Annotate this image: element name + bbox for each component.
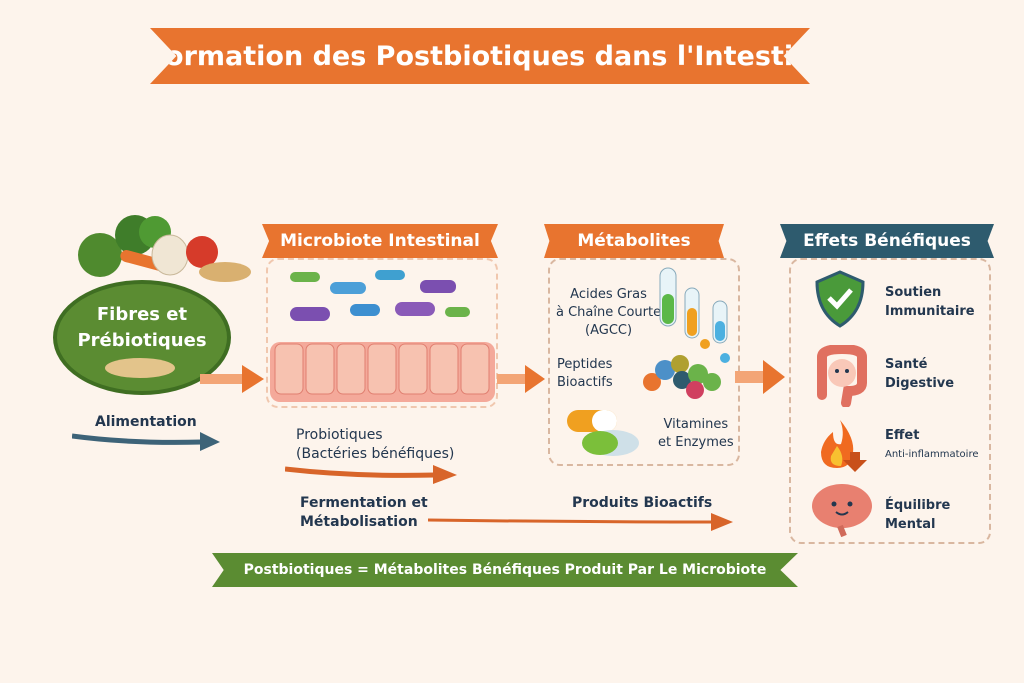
arrow-to-microbiote [200,365,264,393]
metabolites-header: Métabolites [544,224,724,258]
effet-1-line-2: Immunitaire [885,304,975,319]
arrow-alimentation [72,432,220,451]
peptides-icon [643,355,721,399]
produits-bioactifs-label: Produits Bioactifs [572,495,713,511]
seeds-icon [105,358,175,378]
microbiote-header: Microbiote Intestinal [262,224,498,258]
peptides-label-1: Peptides [557,357,613,372]
probiotiques-label: Probiotiques [296,427,383,443]
effets-header: Effets Bénéfiques [780,224,994,258]
probiotiques-sublabel: (Bactéries bénéfiques) [296,446,455,462]
effet-2-line-1: Santé [885,357,928,372]
fibres-label-2: Prébiotiques [77,330,207,351]
vitamines-label-2: et Enzymes [658,435,734,450]
arrow-probiotiques [285,465,457,484]
effet-3-line-1: Effet [885,428,920,443]
metabolites-panel [548,258,740,466]
effet-4-line-2: Mental [885,517,936,532]
effet-2-line-2: Digestive [885,376,955,391]
vitamines-label-1: Vitamines [663,417,729,432]
title-banner: Formation des Postbiotiques dans l'Intes… [150,28,810,84]
intestine-icon [817,345,867,407]
effet-4-line-1: Équilibre [885,498,951,513]
vegetables-icon [78,215,251,282]
arrow-to-effets [735,360,785,394]
flame-down-icon [821,420,867,472]
agcc-label-1: Acides Gras [570,287,647,302]
effets-panel [789,258,991,544]
bacteria-icon [290,270,470,321]
fermentation-label-1: Fermentation et [300,495,428,511]
arrow-produits [428,513,733,531]
agcc-label-3: (AGCC) [585,323,633,338]
fermentation-label-2: Métabolisation [300,514,418,530]
effet-3-line-2: Anti-inflammatoire [885,449,979,460]
alimentation-label: Alimentation [95,414,197,430]
test-tubes-icon [659,267,730,363]
arrow-to-metabolites [497,365,545,393]
bacteria-and-cells-illustration [270,270,495,402]
microbiote-panel [266,258,498,408]
brain-icon [812,484,872,537]
agcc-label-2: à Chaîne Courte [556,305,662,320]
peptides-label-2: Bioactifs [557,375,613,390]
effet-1-line-1: Soutien [885,285,942,300]
fibres-label-1: Fibres et [96,304,188,325]
shield-check-icon [815,270,865,328]
footer-banner: Postbiotiques = Métabolites Bénéfiques P… [212,553,798,587]
capsule-icon [567,410,639,456]
